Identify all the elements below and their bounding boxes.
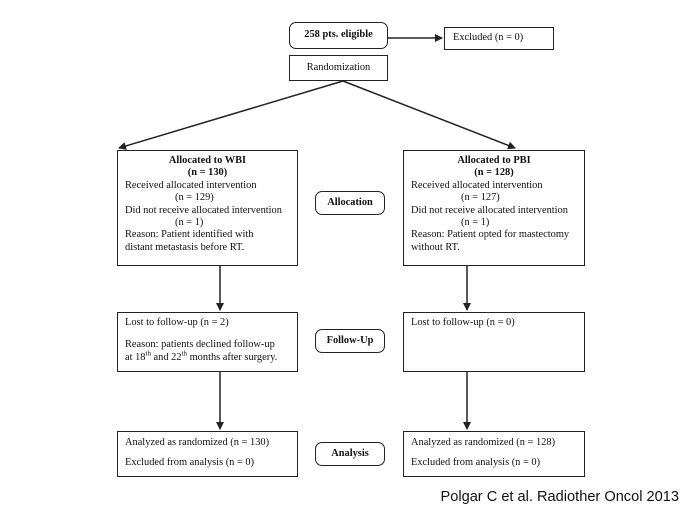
wbi-lost-reason-2-mid: and 22 bbox=[150, 351, 182, 363]
wbi-reason-2: distant metastasis before RT. bbox=[125, 241, 245, 253]
wbi-lost-spacer bbox=[125, 329, 297, 339]
wbi-not-received-n: (n = 1) bbox=[175, 217, 204, 229]
pbi-n: (n = 128) bbox=[474, 167, 514, 179]
randomization-label: Randomization bbox=[306, 62, 371, 73]
followup-stage-text: Follow-Up bbox=[326, 335, 374, 346]
wbi-received: Received allocated intervention bbox=[125, 179, 257, 191]
wbi-reason-1: Reason: Patient identified with bbox=[125, 229, 254, 241]
pbi-received: Received allocated intervention bbox=[411, 179, 543, 191]
eligible-label: 258 pts. eligible bbox=[304, 29, 373, 40]
randomization-box: Randomization bbox=[289, 55, 388, 81]
pbi-analysis-spacer bbox=[411, 449, 584, 457]
eligible-box: 258 pts. eligible bbox=[289, 22, 388, 49]
wbi-lost-reason-1: Reason: patients declined follow-up bbox=[125, 339, 275, 351]
pbi-reason-2: without RT. bbox=[411, 241, 460, 253]
analysis-stage-text: Analysis bbox=[331, 448, 369, 459]
wbi-followup-box: Lost to follow-up (n = 2) Reason: patien… bbox=[117, 312, 298, 372]
wbi-lost-reason-2-sup2: th bbox=[181, 349, 187, 358]
excluded-top-label: Excluded (n = 0) bbox=[453, 32, 524, 43]
pbi-reason-1: Reason: Patient opted for mastectomy bbox=[411, 229, 570, 241]
allocation-stage-text: Allocation bbox=[327, 197, 373, 208]
pbi-followup-box: Lost to follow-up (n = 0) bbox=[403, 312, 585, 372]
wbi-lost-reason-2-post: months after surgery. bbox=[187, 351, 278, 363]
pbi-lost: Lost to follow-up (n = 0) bbox=[411, 317, 515, 328]
wbi-n: (n = 130) bbox=[187, 167, 228, 179]
pbi-excluded-analysis: Excluded from analysis (n = 0) bbox=[411, 457, 541, 469]
pbi-analysis-box: Analyzed as randomized (n = 128) Exclude… bbox=[403, 431, 585, 477]
arrow-randomization-to-wbi bbox=[118, 80, 344, 150]
citation: Polgar C et al. Radiother Oncol 2013 bbox=[440, 489, 679, 505]
wbi-lost-reason-2: at 18th and 22th months after surgery. bbox=[125, 349, 297, 364]
wbi-lost: Lost to follow-up (n = 2) bbox=[125, 317, 229, 328]
wbi-lost-reason-2-sup1: th bbox=[145, 349, 151, 358]
pbi-analyzed: Analyzed as randomized (n = 128) bbox=[411, 437, 556, 448]
wbi-analysis-spacer bbox=[125, 449, 297, 457]
wbi-lost-reason-2-pre: at 18 bbox=[125, 351, 146, 363]
excluded-top-box: Excluded (n = 0) bbox=[444, 27, 554, 50]
pbi-title: Allocated to PBI bbox=[457, 155, 531, 166]
wbi-not-received: Did not receive allocated intervention bbox=[125, 204, 282, 216]
followup-stage-label: Follow-Up bbox=[315, 329, 385, 353]
wbi-title: Allocated to WBI bbox=[168, 155, 247, 166]
wbi-allocation-box: Allocated to WBI (n = 130) Received allo… bbox=[117, 150, 298, 266]
pbi-not-received: Did not receive allocated intervention bbox=[411, 204, 568, 216]
pbi-received-n: (n = 127) bbox=[461, 192, 500, 204]
allocation-stage-label: Allocation bbox=[315, 191, 385, 215]
wbi-excluded-analysis: Excluded from analysis (n = 0) bbox=[125, 457, 255, 469]
pbi-allocation-box: Allocated to PBI (n = 128) Received allo… bbox=[403, 150, 585, 266]
analysis-stage-label: Analysis bbox=[315, 442, 385, 466]
wbi-analyzed: Analyzed as randomized (n = 130) bbox=[125, 437, 270, 448]
arrow-randomization-to-pbi bbox=[342, 80, 516, 150]
wbi-analysis-box: Analyzed as randomized (n = 130) Exclude… bbox=[117, 431, 298, 477]
pbi-not-received-n: (n = 1) bbox=[461, 217, 490, 229]
wbi-received-n: (n = 129) bbox=[175, 192, 214, 204]
